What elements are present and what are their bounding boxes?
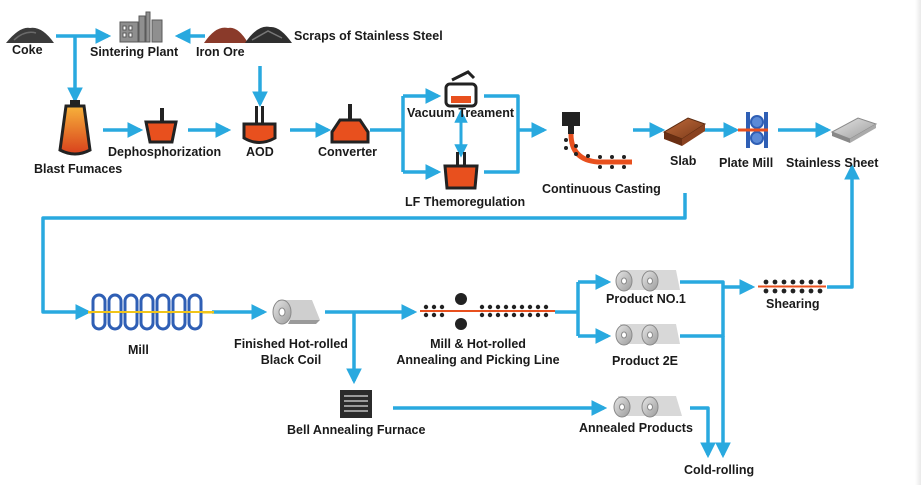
- label-annealing-line2: Annealing and Picking Line: [396, 353, 560, 367]
- scraps-pile-icon: [245, 26, 292, 43]
- sintering-plant-icon: [119, 11, 163, 43]
- label-plate-mill: Plate Mill: [719, 156, 774, 170]
- arrow-converter-split: [370, 96, 405, 172]
- hot-rolled-coil-icon: [272, 299, 320, 325]
- label-bell-furnace: Bell Annealing Furnace: [287, 423, 426, 437]
- label-vacuum-treatment: Vacuum Treament: [407, 106, 514, 120]
- right-edge-shadow: [915, 0, 921, 485]
- label-shearing: Shearing: [766, 297, 820, 311]
- mill-rollers-icon: [88, 293, 214, 331]
- aod-vessel-icon: [242, 106, 277, 144]
- label-aod: AOD: [246, 145, 274, 159]
- label-dephosphorization: Dephosphorization: [108, 145, 222, 159]
- plate-mill-icon: [738, 112, 768, 148]
- arrow-slab-to-mill: [41, 193, 687, 320]
- iron-ore-pile-icon: [204, 27, 248, 43]
- label-continuous-casting: Continuous Casting: [542, 182, 661, 196]
- annealed-products-coils-icon: [613, 396, 682, 418]
- label-converter: Converter: [318, 145, 378, 159]
- label-blast-furnaces: Blast Fumaces: [34, 162, 123, 176]
- label-annealing-line1: Mill & Hot-rolled: [430, 337, 526, 351]
- arrow-merge-right: [484, 94, 520, 174]
- bell-furnace-icon: [340, 390, 372, 418]
- arrow-shearing-to-sheet: [827, 163, 860, 289]
- converter-vessel-icon: [330, 104, 370, 144]
- shearing-rollers-icon: [758, 279, 826, 294]
- blast-furnace-icon: [58, 100, 92, 156]
- label-lf-thermoregulation: LF Themoregulation: [405, 195, 526, 209]
- product-2e-coils-icon: [615, 324, 680, 346]
- label-sintering-plant: Sintering Plant: [90, 45, 179, 59]
- flow-arrows: [41, 28, 860, 459]
- label-stainless-sheet: Stainless Sheet: [786, 156, 879, 170]
- label-product-2e: Product 2E: [612, 354, 678, 368]
- arrow-annealed-to-cold: [690, 406, 716, 459]
- label-annealed-products: Annealed Products: [579, 421, 693, 435]
- dephosphorization-ladle-icon: [144, 108, 178, 144]
- product-no1-coils-icon: [615, 270, 680, 292]
- label-finished-coil-line2: Black Coil: [260, 353, 322, 367]
- coke-pile-icon: [6, 27, 54, 43]
- annealing-line-icon: [420, 293, 555, 330]
- arrow-annealing-split: [555, 282, 580, 336]
- stainless-sheet-icon: [830, 117, 878, 143]
- label-iron-ore: Iron Ore: [196, 45, 245, 59]
- label-cold-rolling: Cold-rolling: [684, 463, 755, 477]
- arrow-products-to-shearing: [680, 282, 752, 338]
- slab-icon: [662, 117, 707, 146]
- label-slab: Slab: [670, 154, 697, 168]
- label-scraps: Scraps of Stainless Steel: [294, 29, 443, 43]
- label-mill: Mill: [128, 343, 149, 357]
- vacuum-treatment-icon: [444, 70, 478, 108]
- label-coke: Coke: [12, 43, 43, 57]
- continuous-casting-icon: [562, 112, 632, 169]
- label-finished-coil-line1: Finished Hot-rolled: [234, 337, 348, 351]
- label-product-no1: Product NO.1: [606, 292, 686, 306]
- lf-ladle-icon: [443, 152, 479, 190]
